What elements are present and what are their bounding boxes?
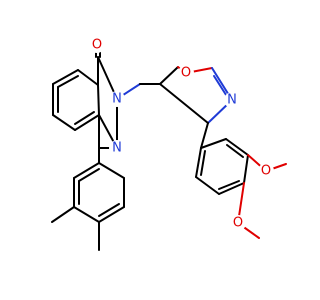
atom-methoxy-oxygen-upper: O [258,163,274,179]
bond-benzo-4 [74,114,100,131]
bond-benzo-1 [52,69,79,85]
atom-label-oxadiazole-o: O [181,66,191,81]
bond-benzo-3 [97,84,100,116]
atom-label-methoxy-o-lower: O [233,216,243,231]
bond-dmp-6 [98,162,125,179]
bond-dmx-3 [243,154,249,184]
atom-oxadiazole-nitrogen: N [224,92,240,108]
molecule-canvas: O N N O N O [51,37,287,251]
atom-methoxy-oxygen-lower: O [230,215,246,231]
atom-label-oxadiazole-n: N [227,93,237,108]
atom-label-carbonyl-o: O [92,38,102,53]
bond-oxd-inner-1 [213,75,229,99]
bond-dmx-4 [218,182,245,195]
atom-oxadiazole-oxygen: O [178,65,194,81]
atom-labels-layer: O N N O N O [89,37,274,231]
bond-dmp-inner-3 [98,203,120,217]
bond-dmp-inner-1 [78,168,100,182]
bond-benzo-inner-2 [74,111,95,125]
bond-dmx-inner-1 [226,144,244,158]
atom-n3: N [109,140,125,156]
bond-dmx-2 [225,138,249,156]
bond-dmp-1 [73,162,100,179]
bond-dmx-5 [195,176,220,195]
atom-label-n3: N [112,141,122,156]
bond-dmx-1 [200,138,227,149]
bond-dmx-inner-2 [218,180,240,190]
bond-dmx-6 [195,147,202,178]
bond-benzo-inner-1 [57,75,79,88]
atom-n2: N [109,91,125,107]
bonds-layer [51,44,287,251]
atom-carbonyl-oxygen: O [89,37,105,53]
bond-dmp-4 [98,206,125,223]
bond-oxd-6 [159,83,209,124]
atom-label-n2: N [112,92,122,107]
bond-dmx-inner-3 [200,150,206,176]
chemical-structure-diagram: O N N O N O [51,37,287,251]
bond-oxd-aryl [200,122,209,149]
bond-methyl-3 [51,206,75,223]
atom-label-methoxy-o-upper: O [261,164,271,179]
bond-dmp-3 [73,206,100,223]
bond-benzo-5 [52,114,76,131]
bond-oxd-1 [159,66,179,85]
bond-benzo-2 [77,69,99,86]
